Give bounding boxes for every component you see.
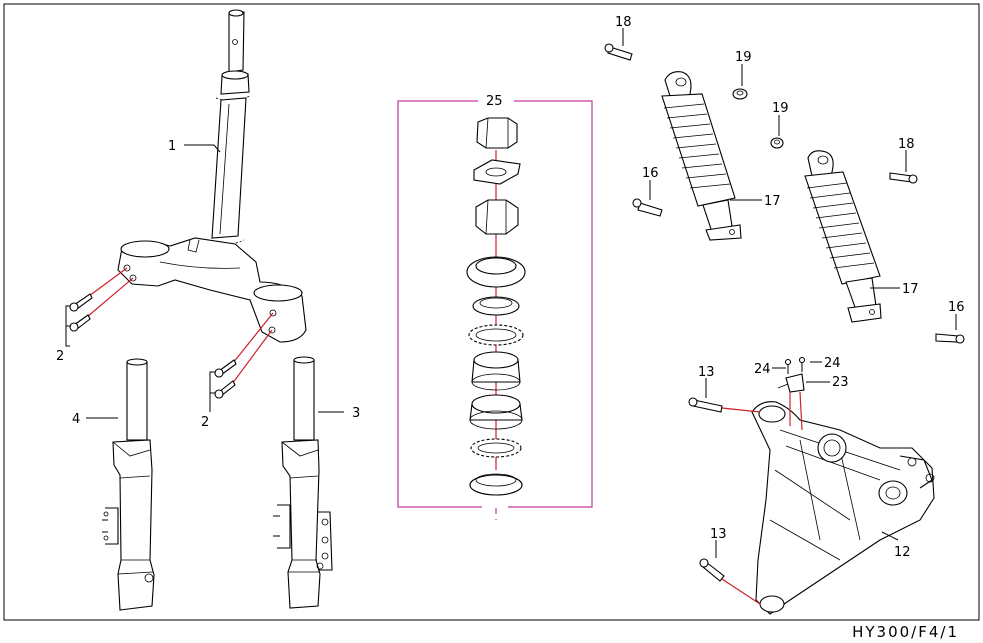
bolt-13-upper: [688, 397, 723, 413]
pointer-line: [232, 312, 274, 364]
shock-absorber-left: [661, 71, 742, 241]
diagram-frame: [3, 3, 980, 621]
diagram-code: HY300/F4/1: [852, 623, 959, 641]
engine-bracket: [751, 401, 935, 615]
pointer-line: [86, 277, 134, 318]
label-24-right: 24: [824, 356, 841, 371]
bolt-18-top: [604, 43, 633, 61]
label-17-left: 17: [764, 194, 781, 209]
label-16-right: 16: [948, 300, 965, 315]
pointer-line: [88, 267, 128, 297]
label-25: 25: [486, 94, 503, 109]
bolt-2-upper: [69, 293, 93, 332]
label-17-right: 17: [902, 282, 919, 297]
label-18-top: 18: [615, 15, 632, 30]
label-1: 1: [168, 139, 176, 154]
pointer-line: [799, 391, 803, 431]
label-19-top: 19: [735, 50, 752, 65]
bolt-18-right: [889, 172, 918, 184]
label-16-left: 16: [642, 166, 659, 181]
label-12: 12: [894, 545, 911, 560]
screw-24-left: [784, 358, 792, 374]
label-4: 4: [72, 412, 80, 427]
label-13-upper: 13: [698, 365, 715, 380]
pointer-line: [231, 329, 273, 385]
shock-absorber-right: [804, 150, 882, 323]
screw-24-right: [798, 356, 806, 372]
bearing-stack: [466, 117, 526, 496]
label-2-upper: 2: [56, 349, 64, 364]
label-23: 23: [832, 375, 849, 390]
label-3: 3: [352, 406, 360, 421]
bolt-2-lower: [214, 359, 237, 399]
bracket-23: [777, 373, 805, 393]
bolt-13-lower: [699, 558, 725, 582]
pointer-line: [721, 578, 761, 605]
label-13-lower: 13: [710, 527, 727, 542]
pointer-line: [721, 407, 761, 413]
bolt-16-right: [935, 333, 965, 344]
label-2-lower: 2: [201, 415, 209, 430]
nut-19-top: [732, 88, 748, 100]
label-18-right: 18: [898, 137, 915, 152]
label-19-mid: 19: [772, 101, 789, 116]
label-24-left: 24: [754, 362, 771, 377]
steering-stem: [117, 9, 307, 343]
fork-leg-left: [102, 358, 155, 611]
bolt-16-left: [632, 198, 663, 217]
leader-lines: [65, 28, 957, 558]
nut-19-mid: [770, 137, 784, 149]
fork-leg-right: [273, 356, 333, 609]
